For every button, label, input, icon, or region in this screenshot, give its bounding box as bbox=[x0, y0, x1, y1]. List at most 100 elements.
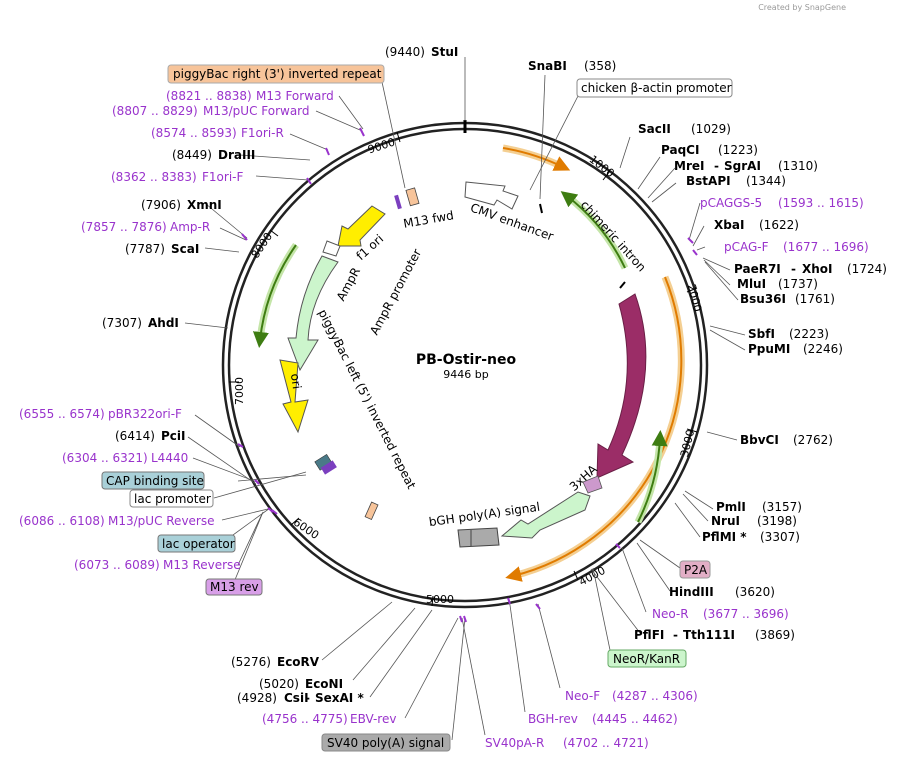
credit-text: Created by SnapGene bbox=[758, 3, 846, 12]
site-snabi[interactable]: SnaBI bbox=[528, 59, 567, 73]
neokan-box[interactable]: NeoR/KanR bbox=[613, 652, 680, 666]
site-pflmi-pos: (3307) bbox=[760, 530, 800, 544]
site-econi-pos: (5020) bbox=[259, 677, 299, 691]
site-pcii[interactable]: PciI bbox=[161, 429, 186, 443]
svg-text:-: - bbox=[791, 262, 796, 276]
primer-m13puc-fwd-range: (8807 .. 8829) bbox=[112, 104, 198, 118]
site-sexai[interactable]: SexAI * bbox=[315, 691, 364, 705]
primer-m13puc-rev-range: (6086 .. 6108) bbox=[19, 514, 105, 528]
primer-neor-range: (3677 .. 3696) bbox=[703, 607, 789, 621]
ori-label: ori bbox=[288, 373, 304, 390]
site-bsu36i-pos: (1761) bbox=[795, 292, 835, 306]
p2a-box[interactable]: P2A bbox=[684, 563, 708, 577]
site-ppumi[interactable]: PpuMI bbox=[748, 342, 790, 356]
primer-bghrev[interactable]: BGH-rev bbox=[528, 712, 578, 726]
site-csii-pos: (4928) bbox=[237, 691, 277, 705]
primer-sv40par[interactable]: SV40pA-R bbox=[485, 736, 544, 750]
site-sacii[interactable]: SacII bbox=[638, 122, 671, 136]
site-bbvci-pos: (2762) bbox=[793, 433, 833, 447]
site-pcii-pos: (6414) bbox=[115, 429, 155, 443]
primer-pcaggs5[interactable]: pCAGGS-5 bbox=[700, 196, 762, 210]
site-ahdi[interactable]: AhdI bbox=[148, 316, 179, 330]
site-xbai[interactable]: XbaI bbox=[714, 218, 744, 232]
site-mrei-pos: (1310) bbox=[778, 159, 818, 173]
svg-text:-: - bbox=[305, 691, 310, 705]
tick-5000: 5000 bbox=[426, 593, 454, 606]
primer-f1orif[interactable]: F1ori-F bbox=[202, 170, 243, 184]
primer-pbr322-range: (6555 .. 6574) bbox=[19, 407, 105, 421]
primer-l4440[interactable]: L4440 bbox=[151, 451, 188, 465]
site-econi[interactable]: EcoNI bbox=[305, 677, 343, 691]
primer-pbr322[interactable]: pBR322ori-F bbox=[108, 407, 182, 421]
pb-right-box[interactable]: piggyBac right (3') inverted repeat bbox=[173, 67, 382, 81]
svg-text:-: - bbox=[673, 628, 678, 642]
site-paqci-pos: (1223) bbox=[718, 143, 758, 157]
cap-binding-box[interactable]: CAP binding site bbox=[106, 474, 204, 488]
site-draiii-pos: (8449) bbox=[172, 148, 212, 162]
site-pmli-pos: (3157) bbox=[762, 500, 802, 514]
lac-promoter-box[interactable]: lac promoter bbox=[134, 492, 211, 506]
site-tth111i[interactable]: Tth111I bbox=[683, 628, 735, 642]
site-xmni[interactable]: XmnI bbox=[187, 198, 222, 212]
site-bbvci[interactable]: BbvCI bbox=[740, 433, 779, 447]
chicken-promoter-box[interactable]: chicken β-actin promoter bbox=[581, 81, 732, 95]
site-hindiii[interactable]: HindIII bbox=[669, 585, 714, 599]
leader-lines bbox=[184, 57, 746, 741]
site-mrei[interactable]: MreI bbox=[674, 159, 704, 173]
primer-bghrev-range: (4445 .. 4462) bbox=[592, 712, 678, 726]
primer-m13puc-rev[interactable]: M13/pUC Reverse bbox=[108, 514, 215, 528]
tick-7000: 7000 bbox=[233, 377, 246, 405]
tick-8000: 8000 bbox=[249, 230, 275, 260]
site-pflfi[interactable]: PflFI bbox=[634, 628, 664, 642]
site-csii[interactable]: CsiI bbox=[284, 691, 309, 705]
site-bstapi[interactable]: BstAPI bbox=[686, 174, 731, 188]
primer-m13fwd-range: (8821 .. 8838) bbox=[166, 89, 252, 103]
site-ecorv-pos: (5276) bbox=[231, 655, 271, 669]
plasmid-size: 9446 bp bbox=[443, 368, 488, 381]
outer-arcs bbox=[252, 144, 685, 582]
site-mlui-pos: (1737) bbox=[778, 277, 818, 291]
site-nrui[interactable]: NruI bbox=[711, 514, 740, 528]
primer-f1orif-range: (8362 .. 8383) bbox=[111, 170, 197, 184]
plasmid-name: PB-Ostir-neo bbox=[416, 352, 517, 368]
m13rev-box[interactable]: M13 rev bbox=[210, 580, 259, 594]
site-bsu36i[interactable]: Bsu36I bbox=[740, 292, 786, 306]
primer-m13rev[interactable]: M13 Reverse bbox=[163, 558, 241, 572]
site-snabi-pos: (358) bbox=[584, 59, 616, 73]
lac-operator-box[interactable]: lac operator bbox=[162, 537, 235, 551]
site-pmli[interactable]: PmlI bbox=[716, 500, 746, 514]
site-bstapi-pos: (1344) bbox=[746, 174, 786, 188]
site-paer7i[interactable]: PaeR7I bbox=[734, 262, 781, 276]
site-scai[interactable]: ScaI bbox=[171, 242, 199, 256]
primer-ebvrev-range: (4756 .. 4775) bbox=[262, 712, 348, 726]
site-paer7i-pos: (1724) bbox=[847, 262, 887, 276]
site-ecorv[interactable]: EcoRV bbox=[277, 655, 320, 669]
sv40-polya-box[interactable]: SV40 poly(A) signal bbox=[327, 736, 444, 750]
primer-ampr[interactable]: Amp-R bbox=[170, 220, 210, 234]
site-xmni-pos: (7906) bbox=[141, 198, 181, 212]
site-xhoi[interactable]: XhoI bbox=[802, 262, 833, 276]
chimeric-label: chimeric intron bbox=[578, 198, 649, 275]
site-ppumi-pos: (2246) bbox=[803, 342, 843, 356]
primer-l4440-range: (6304 .. 6321) bbox=[62, 451, 148, 465]
primer-f1orir-range: (8574 .. 8593) bbox=[151, 126, 237, 140]
m13fwd-label: M13 fwd bbox=[402, 208, 455, 231]
site-sgrai[interactable]: SgrAI bbox=[724, 159, 761, 173]
site-mlui[interactable]: MluI bbox=[737, 277, 766, 291]
site-paqci[interactable]: PaqCI bbox=[661, 143, 699, 157]
backbone bbox=[221, 120, 709, 609]
primer-ampr-range: (7857 .. 7876) bbox=[81, 220, 167, 234]
site-draiii[interactable]: DraIII bbox=[218, 148, 255, 162]
site-stui[interactable]: StuI bbox=[431, 45, 458, 59]
primer-f1orir[interactable]: F1ori-R bbox=[241, 126, 284, 140]
primer-neof[interactable]: Neo-F bbox=[565, 689, 600, 703]
primer-pcagf[interactable]: pCAG-F bbox=[724, 240, 769, 254]
site-sbfi-pos: (2223) bbox=[789, 327, 829, 341]
site-pflmi[interactable]: PflMI * bbox=[702, 530, 747, 544]
primer-neor[interactable]: Neo-R bbox=[652, 607, 689, 621]
primer-ebvrev[interactable]: EBV-rev bbox=[350, 712, 396, 726]
primer-m13puc-fwd[interactable]: M13/pUC Forward bbox=[203, 104, 310, 118]
primer-m13fwd[interactable]: M13 Forward bbox=[256, 89, 334, 103]
site-sbfi[interactable]: SbfI bbox=[748, 327, 775, 341]
